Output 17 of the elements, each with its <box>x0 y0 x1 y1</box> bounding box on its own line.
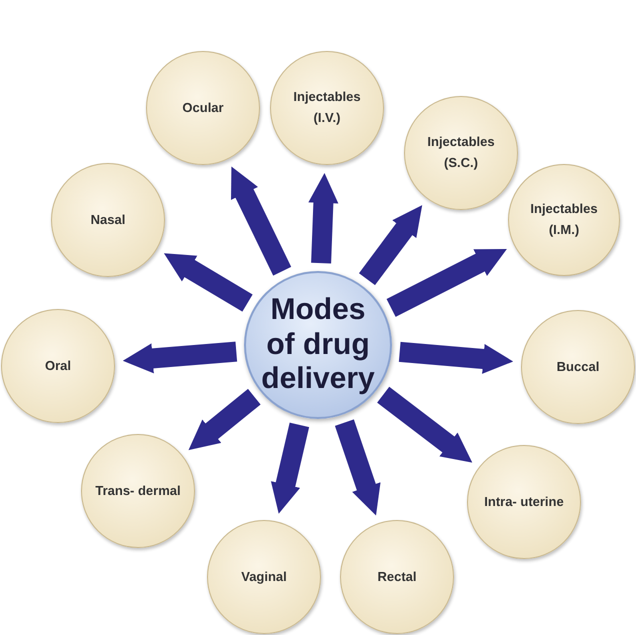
block-arrow <box>122 342 238 374</box>
node-label: Injectables (I.V.) <box>292 88 362 127</box>
node-label: Buccal <box>556 358 600 376</box>
node-label: Trans- dermal <box>94 482 182 500</box>
block-arrow <box>268 422 310 516</box>
central-circle <box>244 271 392 419</box>
node-label: Ocular <box>181 98 225 117</box>
node-label: Nasal <box>90 210 126 229</box>
node-label: Vaginal <box>240 568 288 586</box>
title-label: Modes of drug delivery <box>260 293 376 397</box>
block-arrow <box>308 172 338 264</box>
node-label: Intra- uterine <box>483 492 565 511</box>
block-arrow <box>398 342 514 374</box>
node-label: Injectables (I.M.) <box>529 200 599 239</box>
node-label: Rectal <box>376 568 418 586</box>
node-label: Oral <box>44 356 72 375</box>
node-label: Injectables (S.C.) <box>426 133 496 172</box>
